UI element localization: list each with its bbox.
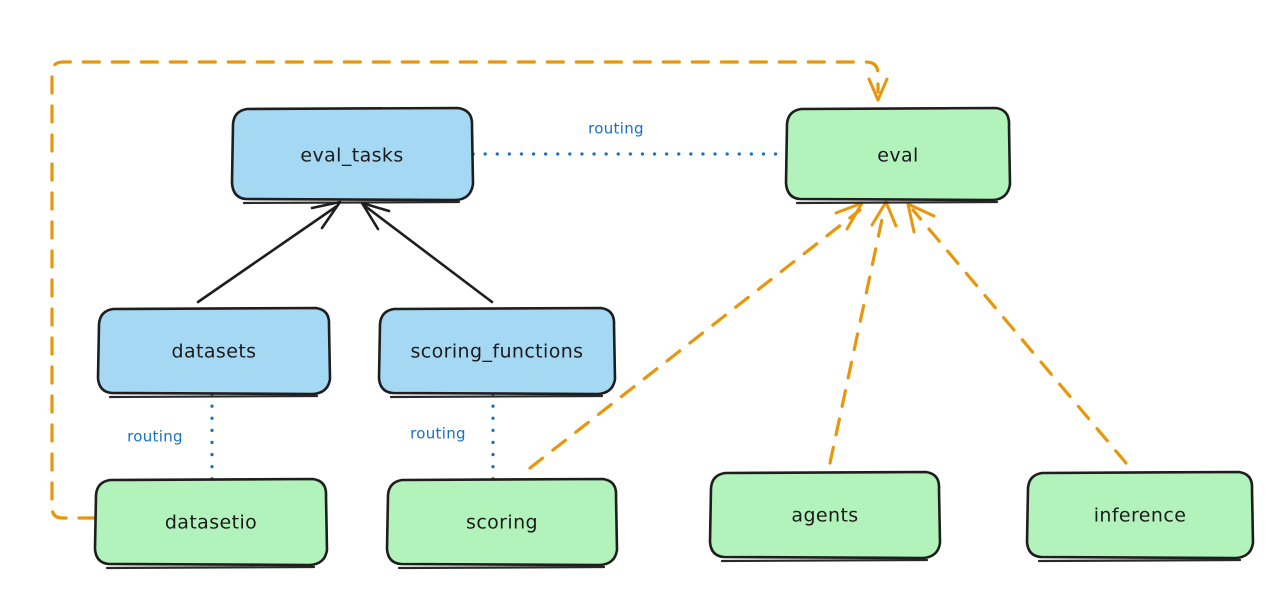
node-label-scoring: scoring: [466, 512, 538, 534]
node-label-scoring-functions: scoring_functions: [411, 341, 584, 363]
node-datasets[interactable]: datasets: [96, 306, 332, 399]
node-inference[interactable]: inference: [1025, 470, 1255, 563]
node-label-datasets: datasets: [172, 341, 257, 363]
node-datasetio[interactable]: datasetio: [93, 477, 329, 570]
node-scoring-functions[interactable]: scoring_functions: [377, 306, 617, 399]
edge-inference-eval: [906, 202, 1128, 465]
node-scoring[interactable]: scoring: [385, 477, 619, 570]
node-label-eval-tasks: eval_tasks: [300, 145, 403, 167]
node-label-eval: eval: [877, 145, 918, 167]
node-label-datasetio: datasetio: [165, 512, 257, 534]
node-agents[interactable]: agents: [708, 470, 942, 563]
node-eval-tasks[interactable]: eval_tasks: [230, 106, 475, 205]
node-label-agents: agents: [791, 505, 858, 527]
node-label-inference: inference: [1094, 505, 1187, 527]
edge-datasetio-eval: [50, 60, 889, 520]
node-eval[interactable]: eval: [784, 106, 1012, 205]
edge-label-routing-eval-tasks-eval: routing: [588, 120, 644, 138]
edge-label-routing-scoringfns-scoring: routing: [410, 425, 466, 443]
edge-label-routing-datasets-datasetio: routing: [127, 428, 183, 446]
